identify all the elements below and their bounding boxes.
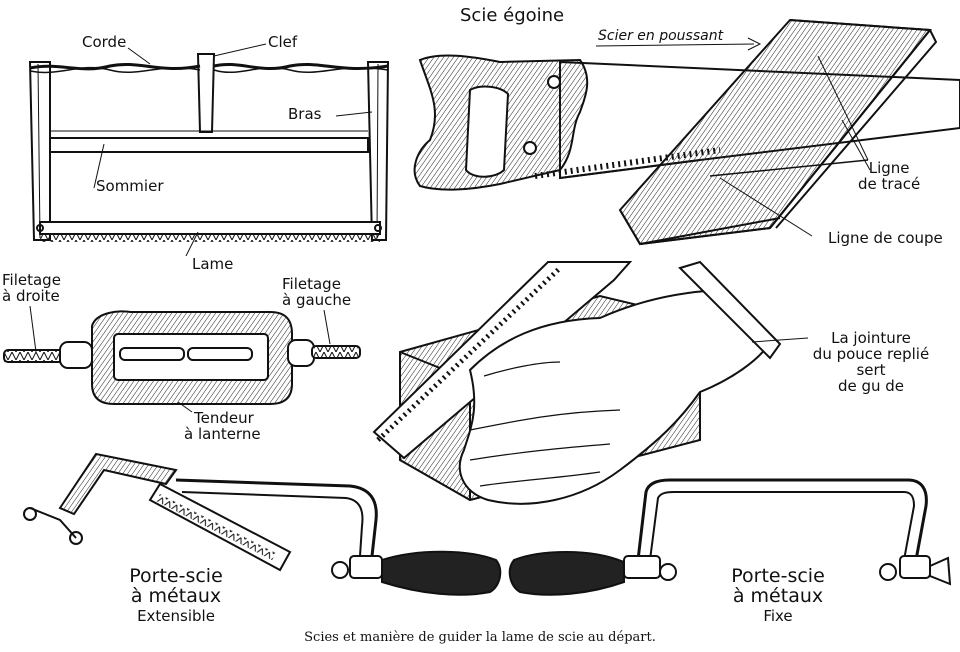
label-ligne-de-trace-line2: de tracé <box>858 175 921 193</box>
hacksaw-ext-frame <box>58 452 178 516</box>
label-ligne-de-trace: Ligne de tracé <box>858 160 920 192</box>
hand-saw-handle-grip <box>464 85 510 178</box>
guiding-hand <box>459 288 772 505</box>
label-tendeur-line1: Tendeur <box>194 409 254 427</box>
label-porte-scie-ext-line2: à métaux <box>130 585 222 607</box>
label-porte-scie-extensible: Porte-scie à métaux Extensible <box>108 566 244 626</box>
turnbuckle <box>3 310 361 405</box>
label-jointure-line2: du pouce replié <box>812 345 930 363</box>
label-bras: Bras <box>288 105 322 123</box>
label-porte-scie-fixe-line2: à métaux <box>732 585 824 607</box>
label-porte-scie-fixe: Porte-scie à métaux Fixe <box>710 566 846 626</box>
label-ligne-de-coupe: Ligne de coupe <box>828 229 943 247</box>
label-jointure-line1: La jointure <box>831 329 911 347</box>
frame-saw <box>28 53 390 242</box>
frame-saw-stretcher <box>49 137 369 153</box>
frame-saw-toggle <box>196 53 216 133</box>
sleeve-cuff <box>678 260 782 360</box>
label-scier-en-poussant: Scier en poussant <box>598 28 724 44</box>
label-jointure-line4: de gu de <box>837 377 905 395</box>
label-tendeur: Tendeur à lanterne <box>184 410 261 442</box>
label-filetage-droite: Filetage à droite <box>2 272 61 304</box>
hacksaw-extensible <box>23 452 502 596</box>
label-porte-scie-fixe-line1: Porte-scie <box>731 565 825 587</box>
label-jointure-line3: sert <box>856 361 886 379</box>
figure-caption: Scies et manière de guider la lame de sc… <box>304 630 656 645</box>
label-sommier: Sommier <box>96 177 164 195</box>
hacksaw-fixed-frame <box>636 478 928 561</box>
label-porte-scie-ext-line1: Porte-scie <box>129 565 223 587</box>
frame-saw-leaders <box>93 43 373 257</box>
turnbuckle-leaders <box>29 305 331 413</box>
label-ligne-de-trace-line1: Ligne <box>868 159 910 177</box>
label-filetage-droite-line1: Filetage <box>2 271 61 289</box>
hacksaw-ext-handle <box>381 550 502 596</box>
hand-saw-leaders <box>595 37 871 237</box>
hand-saw <box>413 18 960 246</box>
label-filetage-droite-line2: à droite <box>2 287 60 305</box>
hacksaw-fixed <box>508 478 952 596</box>
label-tendeur-line2: à lanterne <box>184 425 261 443</box>
label-jointure: La jointure du pouce replié sert de gu d… <box>786 330 956 394</box>
label-filetage-gauche-line1: Filetage <box>282 275 341 293</box>
label-porte-scie-ext-line3: Extensible <box>137 607 215 625</box>
label-porte-scie-fixe-line3: Fixe <box>763 607 793 625</box>
label-clef: Clef <box>268 33 298 51</box>
frame-saw-blade <box>39 221 381 235</box>
hacksaw-fixed-handle <box>508 551 625 596</box>
hand-guiding-saw <box>372 260 782 505</box>
label-corde: Corde <box>82 33 127 51</box>
label-lame: Lame <box>192 255 234 273</box>
label-filetage-gauche: Filetage à gauche <box>282 276 351 308</box>
label-filetage-gauche-line2: à gauche <box>282 291 352 309</box>
label-scie-egoine: Scie égoine <box>460 5 565 26</box>
